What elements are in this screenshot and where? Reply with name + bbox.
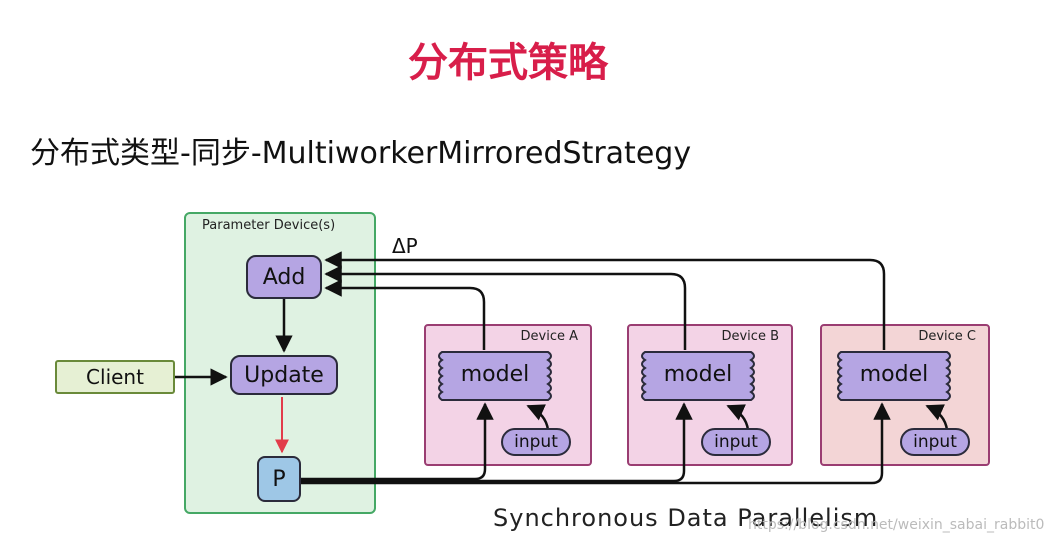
model-b-label: model xyxy=(663,362,733,387)
arrow-model-b-to-add xyxy=(324,265,687,350)
model-c-label: model xyxy=(859,362,929,387)
input-a-node: input xyxy=(501,428,571,456)
arrow-model-a-to-add xyxy=(324,279,486,350)
arrow-input-b-to-model xyxy=(726,404,750,431)
model-b-shape xyxy=(641,351,755,401)
page-title: 分布式策略 xyxy=(408,40,608,86)
delta-p-label: ΔP xyxy=(392,234,418,258)
update-node: Update xyxy=(230,355,338,395)
arrow-input-c-to-model xyxy=(925,404,949,431)
model-c-shape xyxy=(837,351,951,401)
arrow-input-a-to-model xyxy=(526,404,550,431)
device-c-label: Device C xyxy=(918,329,976,344)
arrow-p-to-model-b xyxy=(301,402,693,483)
input-c-node: input xyxy=(900,428,970,456)
parameter-device-label: Parameter Device(s) xyxy=(202,218,336,233)
input-b-node: input xyxy=(701,428,771,456)
add-node: Add xyxy=(246,255,322,299)
model-a-shape xyxy=(438,351,552,401)
diagram-caption: Synchronous Data Parallelism xyxy=(493,504,879,532)
device-b-label: Device B xyxy=(721,329,779,344)
watermark: https://blog.csdn.net/weixin_sabai_rabbi… xyxy=(748,517,1044,533)
client-node: Client xyxy=(55,360,175,394)
arrow-p-to-model-c xyxy=(301,402,891,485)
p-node: P xyxy=(257,456,301,502)
device-a-label: Device A xyxy=(520,329,578,344)
model-a-label: model xyxy=(460,362,530,387)
diagram-connectors xyxy=(175,251,951,485)
arrow-p-to-model-a xyxy=(301,402,494,481)
arrow-model-c-to-add xyxy=(324,251,886,350)
page-subtitle: 分布式类型-同步-MultiworkerMirroredStrategy xyxy=(30,136,692,171)
